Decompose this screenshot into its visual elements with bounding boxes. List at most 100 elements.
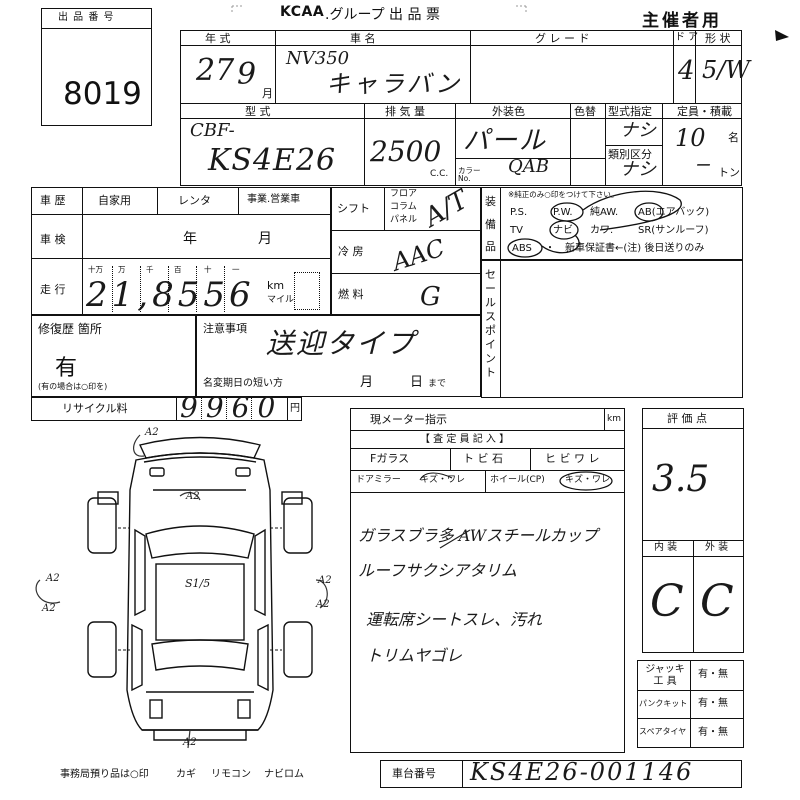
sales-point-char: ー <box>485 282 496 295</box>
crack-label[interactable]: ヒ ビ ワ レ <box>545 452 600 465</box>
rating-value: 3.5 <box>652 459 710 500</box>
inspector-label: 【 査 定 員 記 入 】 <box>420 434 510 445</box>
type-spec-value: ナシ <box>620 120 656 141</box>
equip-ps[interactable]: P.S. <box>510 207 528 218</box>
name-label: 車 名 <box>350 32 376 45</box>
mileage-digit-label: 十 <box>204 265 212 274</box>
equipment-label-1: 装 <box>485 195 496 208</box>
equipment-label-3: 品 <box>485 240 496 253</box>
mileage-digit-label: 十万 <box>88 265 103 274</box>
lot-number-value: 8019 <box>63 76 142 112</box>
mileage-label: 走 行 <box>40 283 66 296</box>
fuel-label: 燃 料 <box>338 288 364 301</box>
interior-grade: C <box>650 576 684 627</box>
color-no-label: カラー No. <box>458 166 481 183</box>
model-code-value: NV350 <box>286 48 350 69</box>
year-value: 27 <box>196 53 235 88</box>
jack-label: ジャッキ 工 具 <box>645 664 685 687</box>
mileage-digit-label: 一 <box>232 265 240 274</box>
notes-value: 送迎タイプ <box>266 327 417 360</box>
shift-grid <box>331 187 481 315</box>
deadline-month: 月 <box>360 375 374 390</box>
sales-point-char: イ <box>485 338 496 351</box>
month-unit: 月 <box>262 87 273 100</box>
model-label: 型 式 <box>245 105 271 118</box>
exterior-grade: C <box>700 576 734 627</box>
chassis-box <box>380 760 742 788</box>
mileage-digit-label: 万 <box>118 265 126 274</box>
sales-point-char: ン <box>485 352 496 365</box>
inspection-month-unit: 月 <box>258 231 272 247</box>
puncture-kit-yes-no[interactable]: 有・無 <box>698 698 728 709</box>
notes-box <box>196 315 481 397</box>
lot-number-label: 出 品 番 号 <box>58 12 115 23</box>
equip-tv[interactable]: TV <box>510 225 523 236</box>
equipment-label-2: 備 <box>485 218 496 231</box>
damage-mark-left-1: A2 <box>46 573 60 584</box>
sales-point-char: ル <box>485 296 496 309</box>
footer-item-remote[interactable]: リモコン <box>211 769 251 780</box>
equip-abs[interactable]: ABS <box>512 243 532 254</box>
registration-marks <box>231 5 527 14</box>
equip-pw[interactable]: P.W. <box>553 207 573 218</box>
organizer-label: 主催者用 <box>642 11 722 31</box>
history-rental[interactable]: レンタ <box>178 194 211 207</box>
recycle-unit: 円 <box>290 403 300 414</box>
equip-leather[interactable]: カワ. <box>590 225 614 236</box>
sales-point-char: ス <box>485 310 496 323</box>
body-type-value: 5/W <box>702 56 751 84</box>
inspector-note-2: ルーフサクシアタリム <box>358 561 518 580</box>
inspector-box <box>350 408 625 753</box>
displacement-value: 2500 <box>370 135 442 168</box>
history-label: 車 歴 <box>40 194 66 207</box>
equip-sunroof[interactable]: SR(サンルーフ) <box>638 225 709 236</box>
jack-yes-no[interactable]: 有・無 <box>698 669 728 680</box>
footer-item-navi-rom[interactable]: ナビロム <box>264 769 304 780</box>
puncture-kit-label: パンクキット <box>639 699 688 708</box>
mirror-damage-label[interactable]: キズ・ワレ <box>420 475 466 485</box>
meter-unit: km <box>607 414 621 424</box>
damage-mark-front: A2 <box>145 427 159 438</box>
wheel-label: ホイール(CP) <box>490 475 545 485</box>
meter-label: 現メーター指示 <box>370 413 447 426</box>
damage-mark-right-1: A2 <box>318 575 332 586</box>
chip-label[interactable]: ト ビ 石 <box>463 452 503 465</box>
interior-label: 内 装 <box>654 542 678 553</box>
grade-label: グ レ ー ド <box>535 32 590 45</box>
mile-checkbox[interactable] <box>294 272 320 310</box>
sales-point-char: セ <box>485 268 496 281</box>
repair-label: 修復歴 箇所 <box>38 322 102 336</box>
damage-mark-left-2: A2 <box>42 603 56 614</box>
car-diagram[interactable] <box>35 430 330 760</box>
footer-item-key[interactable]: カギ <box>176 769 196 780</box>
history-grid <box>31 187 331 315</box>
history-business[interactable]: 事業.営業車 <box>247 194 301 205</box>
wheel-damage-label[interactable]: キズ・ワレ <box>565 475 611 485</box>
history-private[interactable]: 自家用 <box>98 194 131 207</box>
shift-option-panel[interactable]: パネル <box>390 215 418 225</box>
mileage-digit-label: 千 <box>146 265 154 274</box>
equip-navi[interactable]: ナビ <box>553 225 573 236</box>
equip-separator: ・ <box>545 243 555 254</box>
sales-point-char: ト <box>485 366 496 379</box>
sales-point-char: ポ <box>485 324 496 337</box>
shift-option-column[interactable]: コラム <box>390 202 417 212</box>
sales-point-box <box>481 260 743 398</box>
notes-label: 注意事項 <box>203 322 247 335</box>
capacity-label: 定員・積載 <box>677 105 732 118</box>
equipment-circles <box>507 190 682 258</box>
deadline-day: 日 <box>410 375 424 390</box>
mileage-digit-label: 百 <box>174 265 182 274</box>
lot-number-box <box>41 8 152 126</box>
equip-alloy-wheel[interactable]: 純AW. <box>590 207 619 218</box>
wheel-damage-circle <box>419 471 613 491</box>
category-value: ナシ <box>620 159 656 180</box>
load-value: ー <box>694 156 711 175</box>
doors-value: 4 <box>678 56 695 86</box>
spare-tire-yes-no[interactable]: 有・無 <box>698 727 728 738</box>
capacity-value: 10 <box>675 124 706 152</box>
shift-option-floor[interactable]: フロア <box>390 189 418 199</box>
type-spec-label: 型式指定 <box>608 105 652 118</box>
equip-warranty[interactable]: 新車保証書←(注) 後日送りのみ <box>565 243 705 254</box>
color-change-label: 色替 <box>574 105 596 118</box>
